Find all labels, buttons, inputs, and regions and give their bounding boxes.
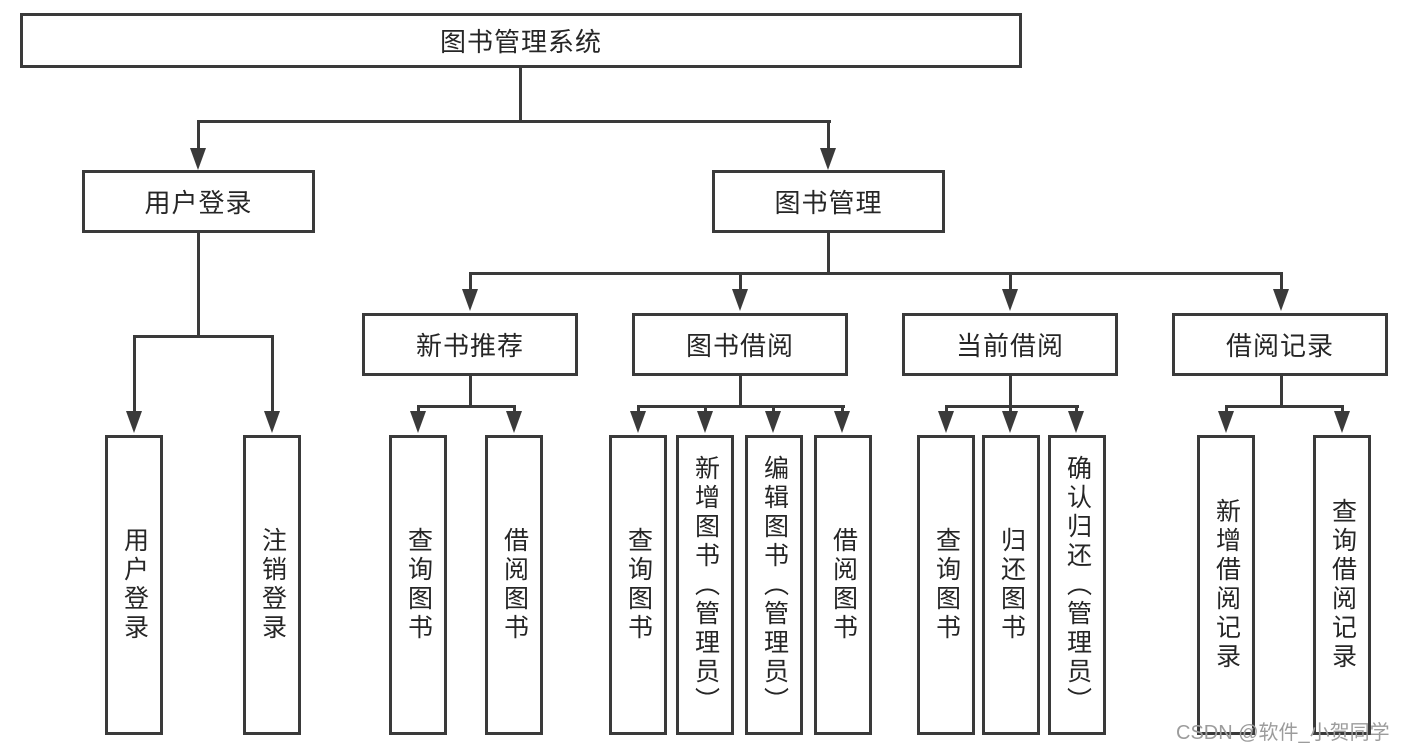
arrow-down-icon — [1002, 289, 1018, 311]
node-root: 图书管理系统 — [20, 13, 1022, 68]
arrow-down-icon — [630, 411, 646, 433]
node-label: 借阅图书 — [829, 527, 858, 643]
node-label: 图书管理 — [774, 188, 883, 218]
leaf-borrow-books-1: 借阅图书 — [485, 435, 543, 735]
connector-line — [133, 335, 136, 413]
leaf-query-books-3: 查询图书 — [917, 435, 975, 735]
leaf-add-record: 新增借阅记录 — [1197, 435, 1255, 735]
arrow-down-icon — [820, 148, 836, 170]
leaf-edit-books: 编辑图书（管理员） — [745, 435, 803, 735]
node-label: 用户登录 — [144, 188, 253, 218]
connector-line — [739, 376, 742, 405]
arrow-down-icon — [1068, 411, 1084, 433]
connector-line — [637, 405, 640, 413]
connector-line — [197, 120, 831, 123]
node-label: 查询图书 — [932, 527, 961, 643]
leaf-logout: 注销登录 — [243, 435, 301, 735]
arrow-down-icon — [697, 411, 713, 433]
node-label: 查询图书 — [404, 527, 433, 643]
connector-line — [417, 405, 516, 408]
connector-line — [469, 272, 1283, 275]
node-current-borrow: 当前借阅 — [902, 313, 1118, 376]
node-book-borrow: 图书借阅 — [632, 313, 848, 376]
arrow-down-icon — [732, 289, 748, 311]
leaf-borrow-books-2: 借阅图书 — [814, 435, 872, 735]
leaf-query-record: 查询借阅记录 — [1313, 435, 1371, 735]
connector-line — [1341, 405, 1344, 413]
arrow-down-icon — [264, 411, 280, 433]
connector-line — [469, 376, 472, 405]
connector-line — [197, 233, 200, 335]
arrow-down-icon — [190, 148, 206, 170]
node-new-books: 新书推荐 — [362, 313, 578, 376]
arrow-down-icon — [126, 411, 142, 433]
connector-line — [945, 405, 1079, 408]
node-label: 图书管理系统 — [439, 27, 602, 57]
connector-line — [417, 405, 420, 413]
node-label: 查询借阅记录 — [1328, 498, 1357, 672]
connector-line — [1225, 405, 1344, 408]
connector-line — [271, 335, 274, 413]
node-label: 图书借阅 — [685, 331, 794, 361]
node-label: 查询图书 — [624, 527, 653, 643]
connector-line — [1280, 376, 1283, 405]
leaf-query-books-1: 查询图书 — [389, 435, 447, 735]
connector-line — [1280, 272, 1283, 291]
connector-line — [1009, 376, 1012, 405]
arrow-down-icon — [834, 411, 850, 433]
arrow-down-icon — [1334, 411, 1350, 433]
leaf-add-books: 新增图书（管理员） — [676, 435, 734, 735]
node-label: 归还图书 — [997, 527, 1026, 643]
node-label: 编辑图书（管理员） — [760, 454, 789, 716]
node-label: 新增图书（管理员） — [691, 454, 720, 716]
node-user-login: 用户登录 — [82, 170, 315, 233]
connector-line — [739, 272, 742, 291]
node-label: 新增借阅记录 — [1212, 498, 1241, 672]
node-book-mgmt: 图书管理 — [712, 170, 945, 233]
csdn-watermark: CSDN @软件_小贺同学 — [1176, 722, 1390, 744]
connector-line — [772, 405, 775, 413]
connector-line — [827, 120, 830, 150]
arrow-down-icon — [506, 411, 522, 433]
leaf-user-login: 用户登录 — [105, 435, 163, 735]
node-label: 用户登录 — [120, 527, 149, 643]
node-label: 当前借阅 — [955, 331, 1064, 361]
node-borrow-records: 借阅记录 — [1172, 313, 1388, 376]
leaf-query-books-2: 查询图书 — [609, 435, 667, 735]
node-label: 注销登录 — [258, 527, 287, 643]
arrow-down-icon — [1002, 411, 1018, 433]
connector-line — [1075, 405, 1078, 413]
connector-line — [637, 405, 845, 408]
connector-line — [133, 335, 274, 338]
connector-line — [469, 272, 472, 291]
leaf-confirm-return: 确认归还（管理员） — [1048, 435, 1106, 735]
arrow-down-icon — [410, 411, 426, 433]
connector-line — [1009, 405, 1012, 413]
connector-line — [704, 405, 707, 413]
connector-line — [1225, 405, 1228, 413]
connector-line — [519, 68, 522, 120]
connector-line — [945, 405, 948, 413]
connector-line — [197, 120, 200, 150]
connector-line — [1009, 272, 1012, 291]
leaf-return-books: 归还图书 — [982, 435, 1040, 735]
node-label: 确认归还（管理员） — [1063, 454, 1092, 716]
connector-line — [827, 233, 830, 272]
arrow-down-icon — [765, 411, 781, 433]
connector-line — [841, 405, 844, 413]
arrow-down-icon — [1218, 411, 1234, 433]
connector-line — [513, 405, 516, 413]
arrow-down-icon — [1273, 289, 1289, 311]
arrow-down-icon — [938, 411, 954, 433]
arrow-down-icon — [462, 289, 478, 311]
node-label: 借阅记录 — [1225, 331, 1334, 361]
node-label: 新书推荐 — [415, 331, 524, 361]
node-label: 借阅图书 — [500, 527, 529, 643]
